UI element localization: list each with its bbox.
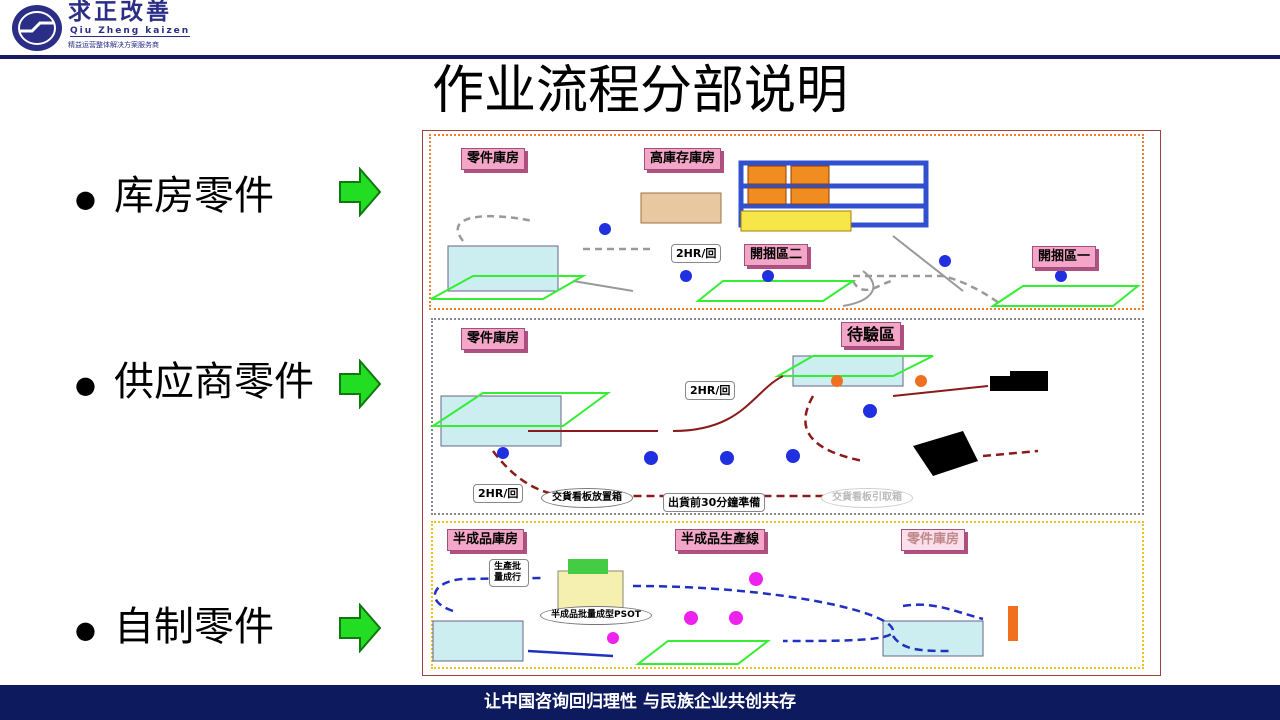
logo-english: Qiu Zheng kaizen (70, 26, 191, 37)
footer-slogan: 让中国咨询回归理性 与民族企业共创共存 (0, 685, 1280, 720)
section-self-made (431, 521, 1144, 669)
header-divider (0, 55, 1280, 59)
label-unpack-area-2: 開捆區二 (744, 244, 809, 266)
bullet-label: 自制零件 (113, 604, 274, 650)
bullet-label: 供应商零件 (113, 359, 314, 405)
section-warehouse (429, 134, 1144, 310)
bullet-supplier-parts: ●供应商零件 (75, 359, 314, 405)
diagram-illustration (429, 160, 1141, 665)
green-arrow-icon (339, 359, 382, 409)
logo-text: 求正改善 (68, 0, 172, 25)
tag-frequency: 2HR/回 (671, 244, 722, 263)
label-parts-warehouse: 零件庫房 (461, 148, 526, 170)
tag-frequency: 2HR/回 (473, 484, 524, 503)
oval-kanban-post-box: 交貨看板放置箱 (541, 488, 633, 508)
bullet-label: 库房零件 (113, 173, 274, 219)
label-semi-finished-warehouse: 半成品庫房 (447, 529, 525, 551)
logo-tagline: 精益运营整体解决方案服务商 (68, 41, 159, 49)
label-unpack-area-1: 開捆區一 (1032, 246, 1097, 268)
label-parts-warehouse: 零件庫房 (461, 328, 526, 350)
tag-pre-shipment: 出貨前30分鐘準備 (663, 493, 766, 512)
bullet-self-made-parts: ●自制零件 (75, 604, 274, 650)
oval-kanban-pickup-box: 交貨看板引取箱 (821, 488, 913, 508)
label-parts-warehouse: 零件庫房 (901, 529, 966, 551)
process-flow-diagram: 零件庫房 高庫存庫房 開捆區二 開捆區一 2HR/回 零件庫房 待驗區 2HR/… (422, 130, 1161, 676)
section-supplier (431, 318, 1144, 515)
label-inspection-area: 待驗區 (841, 322, 902, 347)
oval-batch-psot: 半成品批量成型PSOT (540, 606, 652, 625)
slide-title: 作业流程分部说明 (431, 61, 848, 121)
label-semi-finished-line: 半成品生產線 (675, 529, 766, 551)
green-arrow-icon (339, 167, 382, 217)
tag-batch: 生產批量成行 (489, 559, 529, 587)
label-high-stock-warehouse: 高庫存庫房 (644, 148, 722, 170)
logo-icon (12, 5, 62, 51)
green-arrow-icon (339, 603, 382, 653)
tag-frequency: 2HR/回 (685, 381, 736, 400)
bullet-warehouse-parts: ●库房零件 (75, 173, 274, 219)
